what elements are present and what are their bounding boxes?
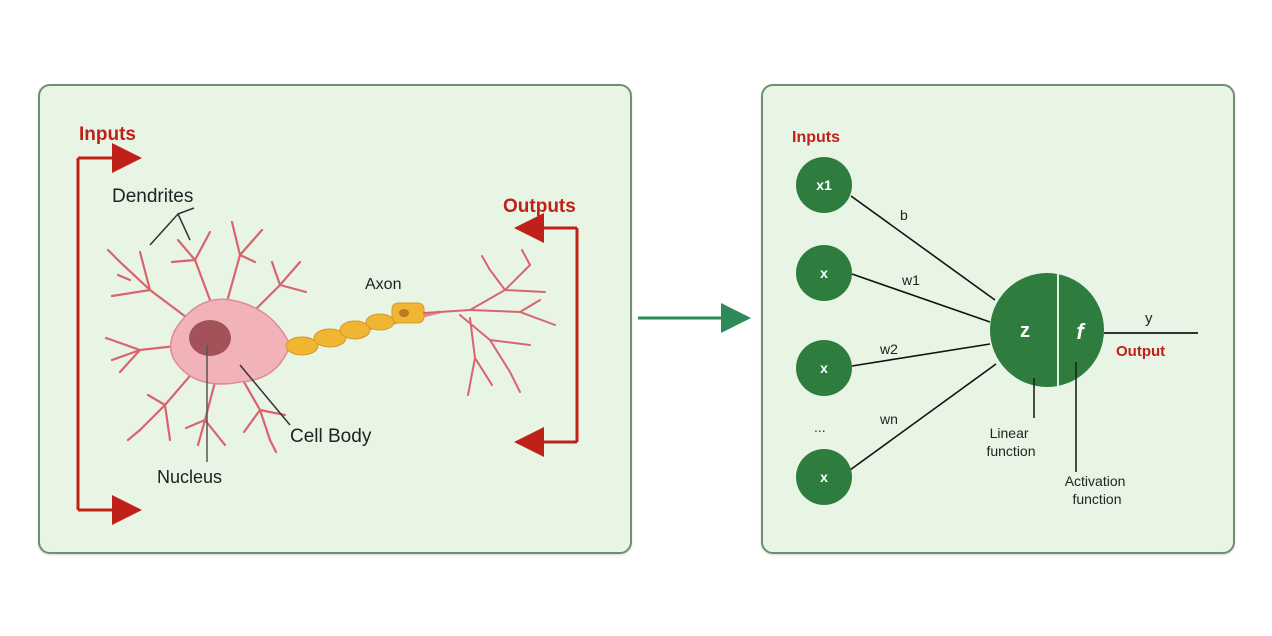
axon-label: Axon — [365, 276, 401, 293]
left-inputs-label: Inputs — [79, 124, 136, 145]
neuron-node: z f — [990, 273, 1104, 387]
svg-text:x: x — [820, 469, 828, 485]
axon — [285, 302, 441, 356]
svg-text:x: x — [820, 360, 828, 376]
svg-text:x: x — [820, 265, 828, 281]
weight-label-w1: w1 — [901, 272, 920, 288]
svg-text:x1: x1 — [816, 177, 832, 193]
output-variable: y — [1145, 310, 1153, 327]
cell-body-label: Cell Body — [290, 426, 372, 447]
linear-function-label: Linear function — [986, 425, 1035, 459]
dendrites-label: Dendrites — [112, 186, 193, 207]
outputs-bracket — [514, 213, 579, 457]
weight-label-b: b — [900, 207, 908, 223]
weight-label-wn: wn — [879, 411, 898, 427]
weighted-connections — [849, 195, 997, 471]
output-label: Output — [1116, 343, 1165, 360]
input-node-3: x — [796, 340, 852, 396]
nucleus — [189, 320, 231, 356]
dendrites — [104, 220, 308, 454]
nucleus-label: Nucleus — [157, 467, 222, 487]
activation-symbol: f — [1076, 319, 1086, 344]
cell-body-pointer — [239, 364, 291, 426]
inputs-ellipsis: ... — [814, 419, 826, 435]
inputs-bracket — [76, 143, 142, 525]
input-node-1: x1 — [796, 157, 852, 213]
input-node-4: x — [796, 449, 852, 505]
sum-symbol: z — [1020, 320, 1030, 342]
activation-function-label: Activation function — [1065, 473, 1130, 507]
input-node-2: x — [796, 245, 852, 301]
axon-terminals — [423, 249, 556, 396]
dendrites-pointer — [149, 207, 195, 246]
left-outputs-label: Outputs — [503, 196, 576, 217]
weight-label-w2: w2 — [879, 341, 898, 357]
right-inputs-label: Inputs — [792, 129, 840, 146]
